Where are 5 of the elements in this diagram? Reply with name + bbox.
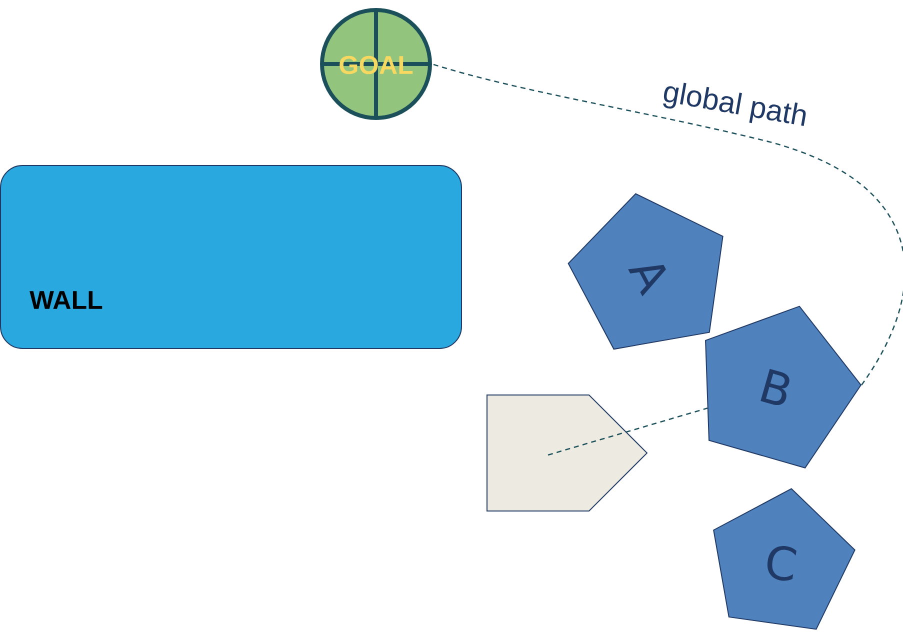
dashed-path [432,63,903,386]
wall-box: WALL [0,165,462,349]
pentagon-shape [486,394,648,512]
edge-label: global path [663,82,806,126]
dashed-path [548,408,708,456]
